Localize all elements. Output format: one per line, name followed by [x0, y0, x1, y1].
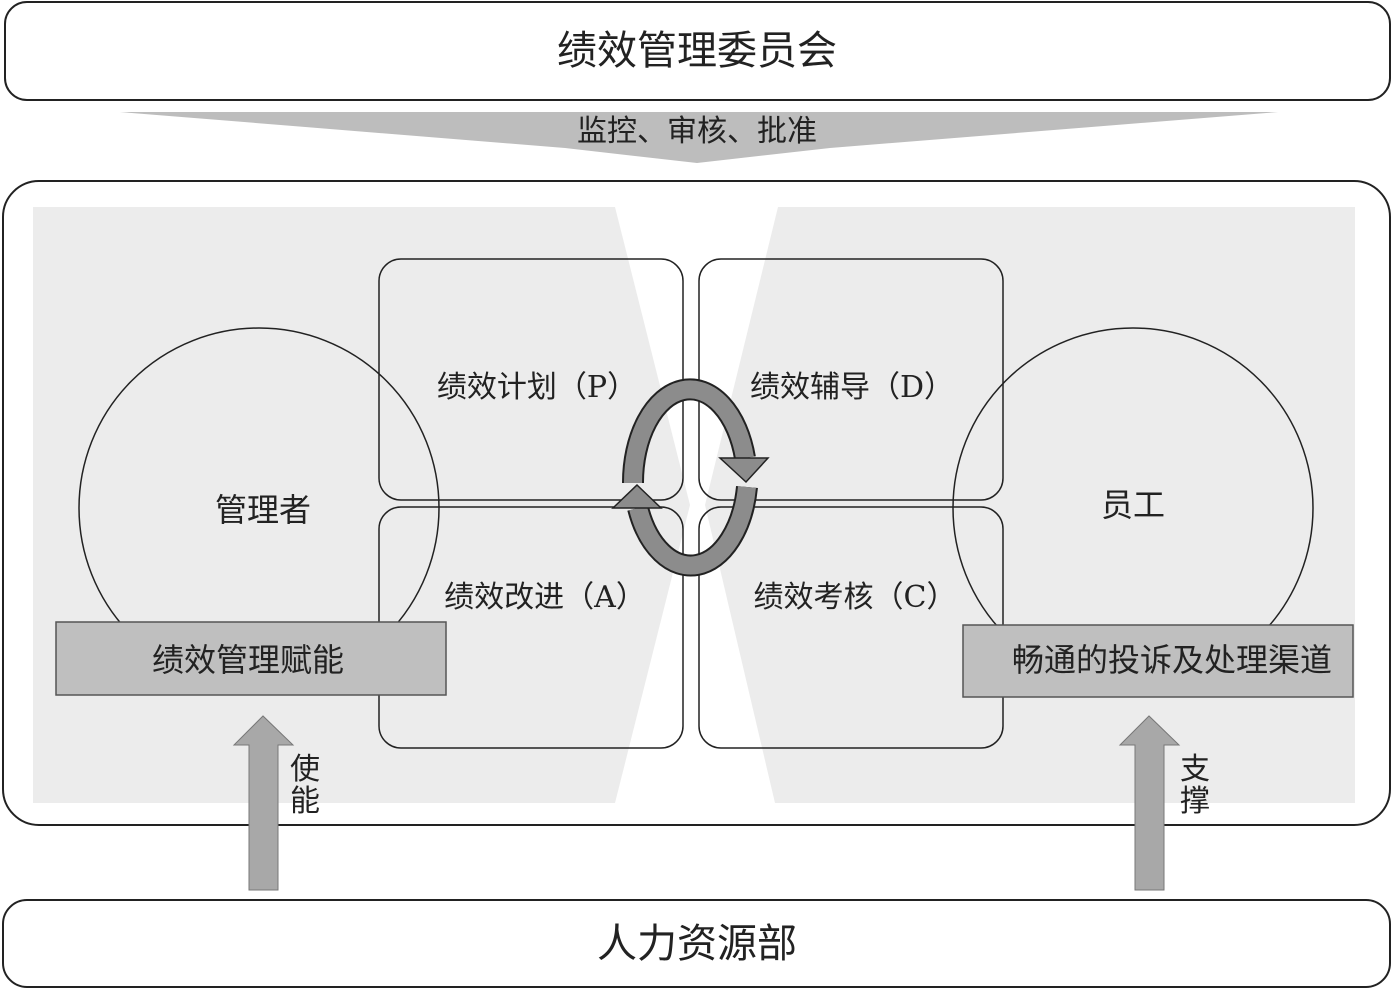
committee-title: 绩效管理委员会 [557, 28, 837, 74]
employee-panel [705, 207, 1355, 803]
supervision-label: 监控、审核、批准 [577, 114, 817, 149]
manager-panel [33, 207, 690, 803]
hr-department-title: 人力资源部 [597, 921, 797, 967]
enablement-label: 绩效管理赋能 [152, 641, 344, 679]
pdca-cycle-arrows-icon [611, 378, 770, 577]
plan-label: 绩效计划（P） [437, 370, 637, 405]
support-label-1: 支 [1180, 752, 1210, 787]
enable-up-arrow-icon [232, 715, 295, 891]
supervision-arrow [120, 112, 1278, 163]
check-label: 绩效考核（C） [754, 580, 957, 615]
committee-box [4, 1, 1391, 101]
employee-label: 员工 [1101, 486, 1165, 524]
enable-label-2: 能 [290, 784, 320, 819]
support-label-2: 撑 [1180, 784, 1210, 819]
manager-label: 管理者 [215, 491, 311, 529]
hr-department-box [2, 899, 1391, 988]
support-up-arrow-icon [1118, 715, 1181, 891]
do-label: 绩效辅导（D） [750, 370, 954, 405]
enable-label-1: 使 [290, 752, 320, 787]
enablement-box [55, 621, 447, 696]
complaint-channel-box [962, 624, 1354, 698]
complaint-channel-label: 畅通的投诉及处理渠道 [1012, 641, 1332, 679]
act-label: 绩效改进（A） [444, 580, 646, 615]
